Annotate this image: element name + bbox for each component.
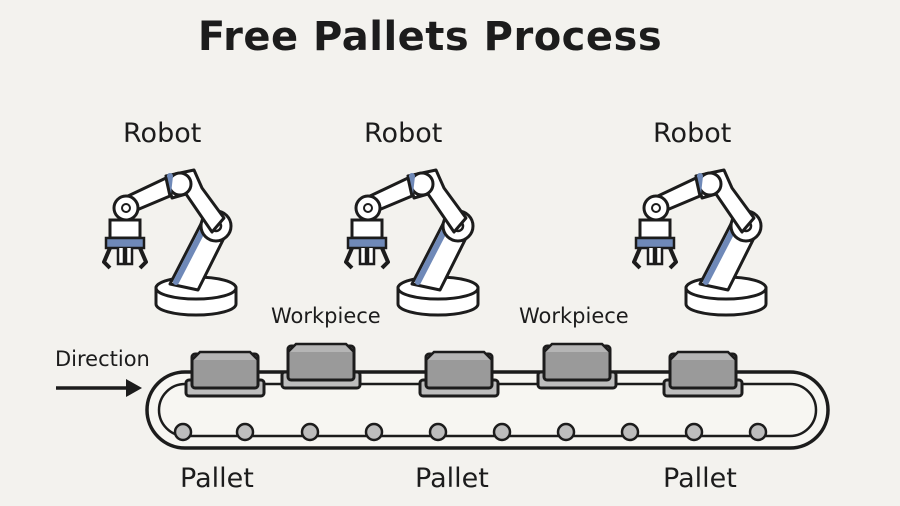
pallet-workpiece-2 <box>280 342 362 390</box>
direction-label: Direction <box>55 347 150 371</box>
workpiece-label-2: Workpiece <box>519 304 629 328</box>
robot-label-2: Robot <box>364 118 443 149</box>
pallet-label-2: Pallet <box>415 463 489 494</box>
pallet-workpiece-5 <box>662 350 744 398</box>
pallet-workpiece-1 <box>184 350 266 398</box>
robot-arm-3 <box>634 170 766 315</box>
robot-arm-2 <box>346 170 478 315</box>
page-title: Free Pallets Process <box>197 14 663 60</box>
robot-arm-1 <box>104 170 236 315</box>
conveyor-belt <box>145 370 830 450</box>
pallet-workpiece-3 <box>418 350 500 398</box>
robot-label-3: Robot <box>653 118 732 149</box>
direction-arrow-icon <box>56 379 142 397</box>
workpiece-label-1: Workpiece <box>271 304 381 328</box>
pallet-label-3: Pallet <box>663 463 737 494</box>
pallet-label-1: Pallet <box>180 463 254 494</box>
pallet-workpiece-4 <box>536 342 618 390</box>
robot-label-1: Robot <box>123 118 202 149</box>
